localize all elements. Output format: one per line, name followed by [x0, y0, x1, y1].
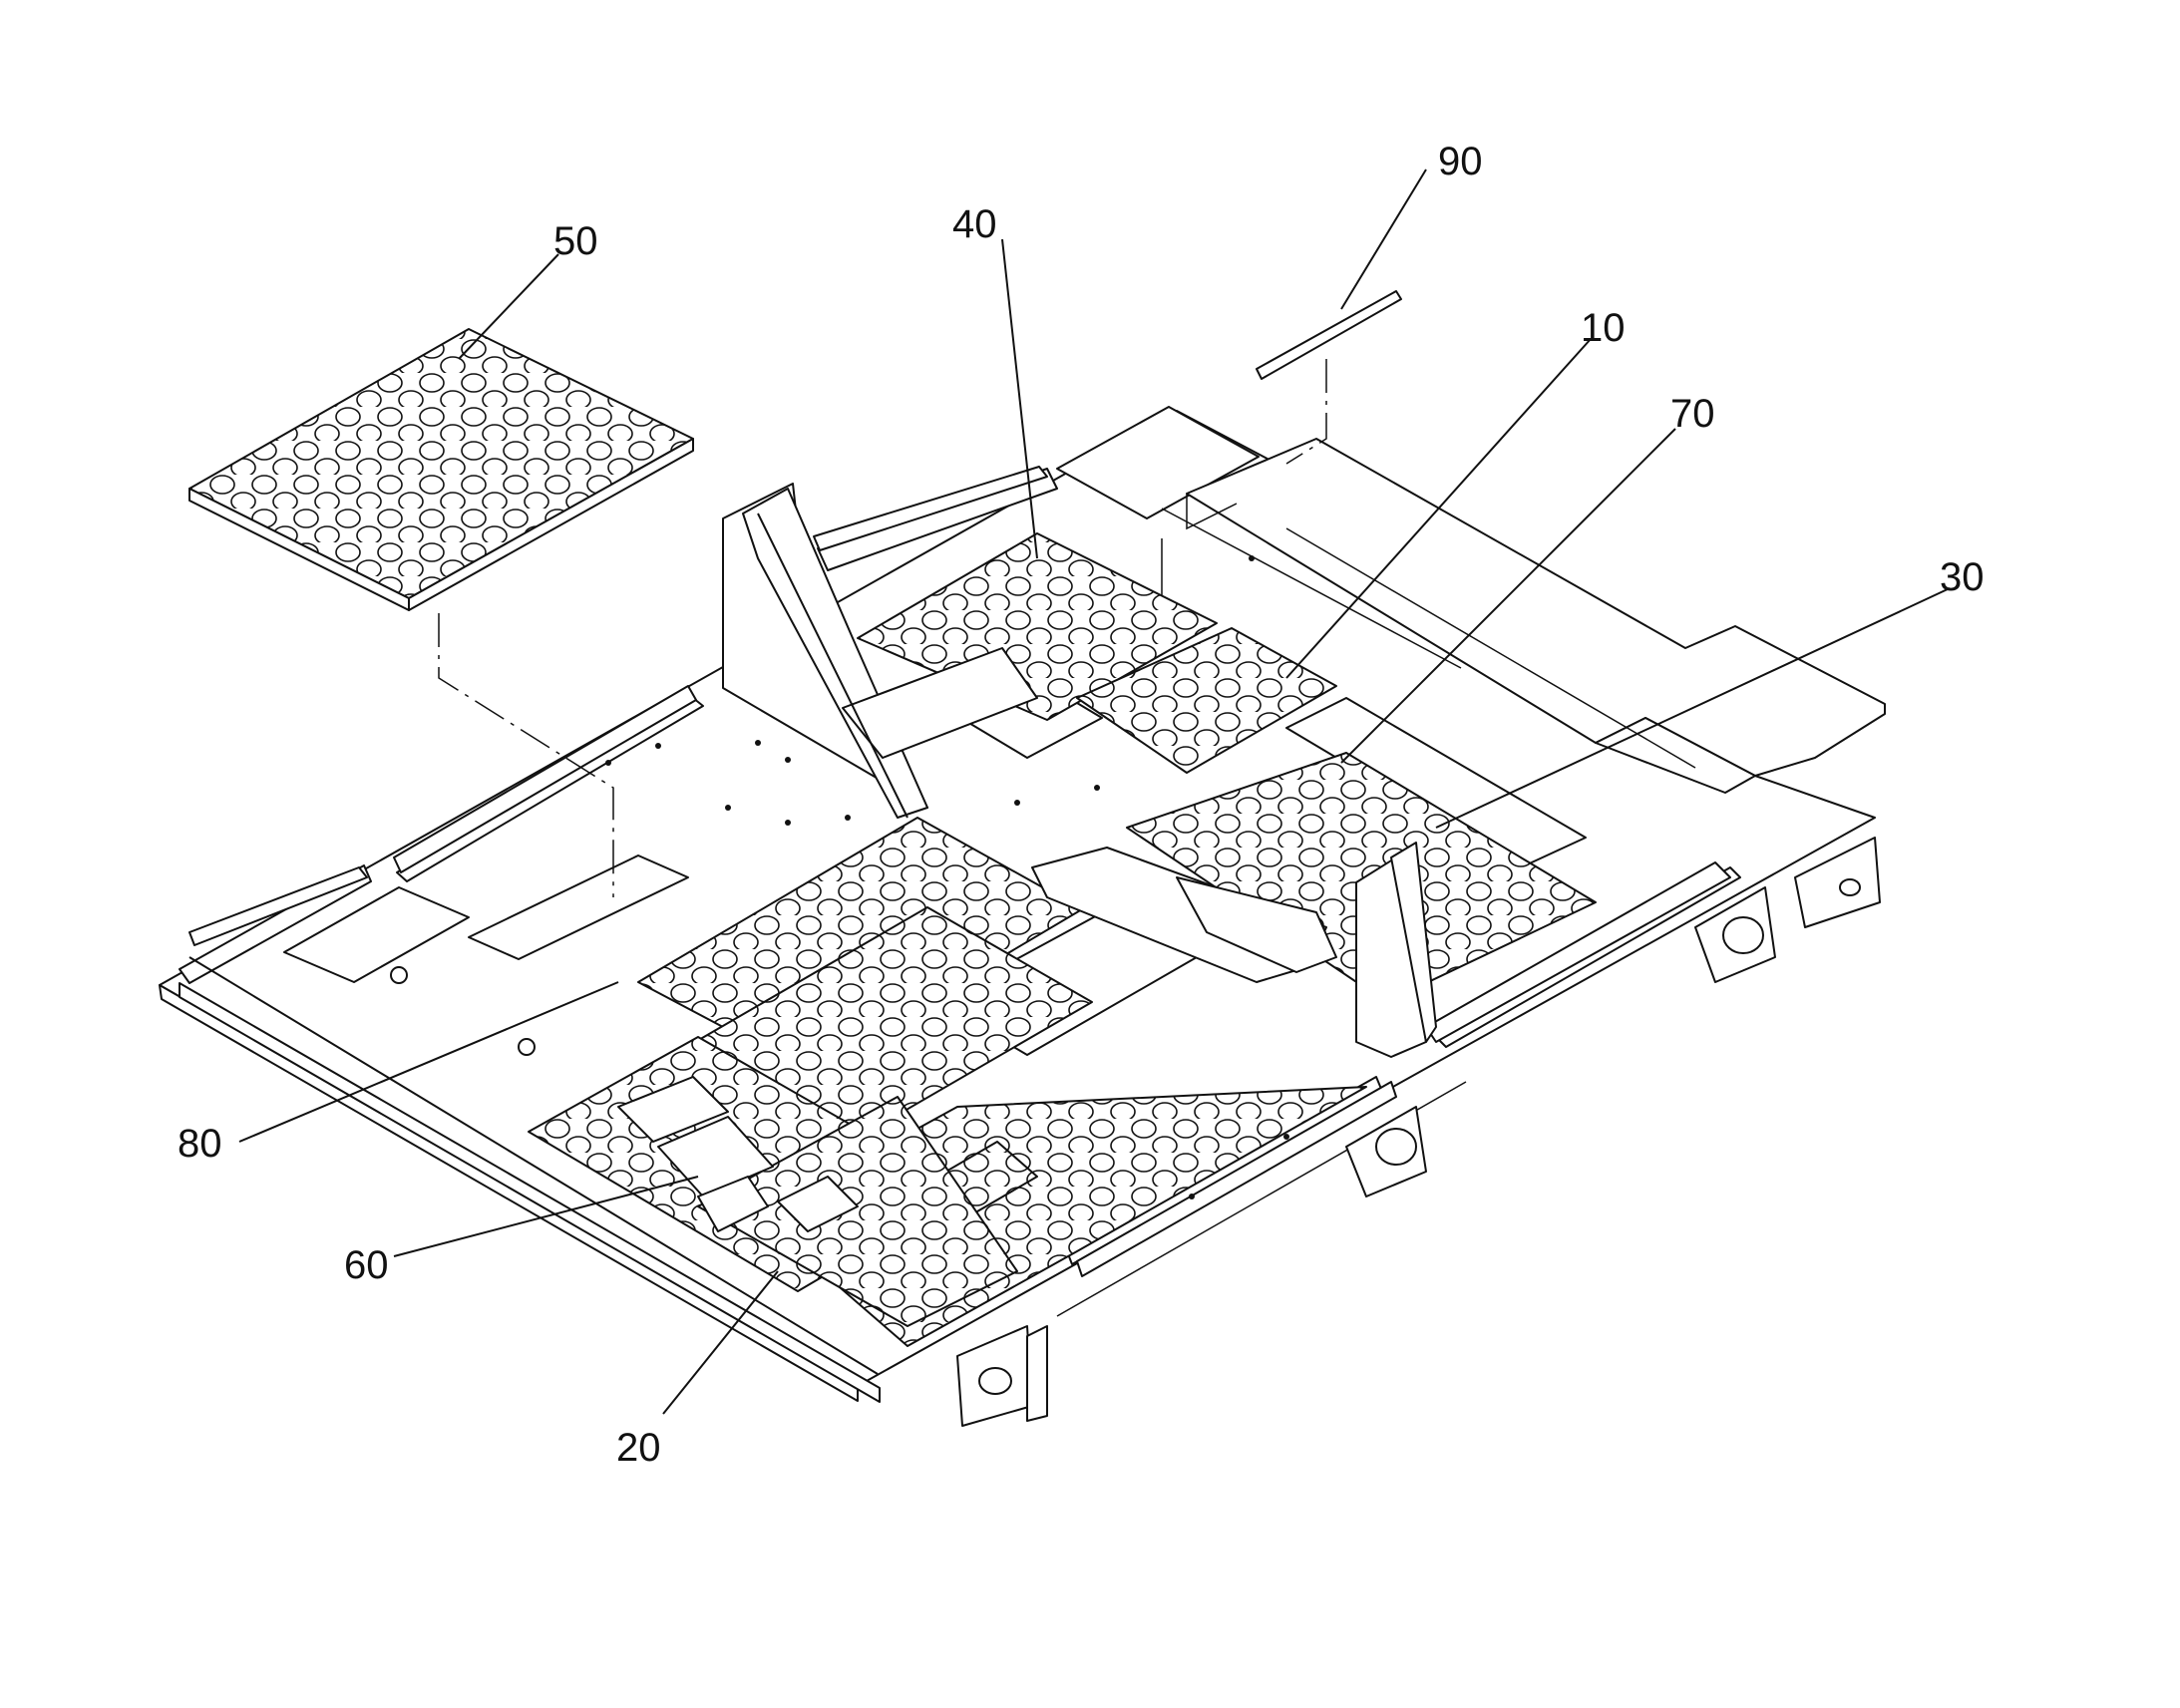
mat-50-exploded: [188, 328, 694, 611]
ref-label-40: 40: [952, 202, 997, 246]
ref-label-80: 80: [178, 1122, 222, 1166]
left-seat-support: [722, 483, 1038, 819]
ref-label-60: 60: [344, 1243, 389, 1287]
mat-10: [1076, 627, 1337, 774]
rear-platform: [1056, 406, 1886, 794]
leader-90: [1340, 169, 1427, 310]
left-rear-channel: [188, 466, 1058, 946]
mounting-holes: [605, 555, 1289, 1199]
ref-label-50: 50: [553, 219, 598, 263]
leader-10: [1285, 338, 1592, 679]
access-covers: [617, 1076, 859, 1232]
leader-20: [662, 1270, 779, 1415]
ref-label-90: 90: [1438, 140, 1483, 183]
ref-label-30: 30: [1940, 555, 1985, 599]
leader-30: [1435, 587, 1951, 829]
ref-label-10: 10: [1581, 306, 1626, 350]
leader-60: [393, 1176, 699, 1257]
leader-70: [1340, 428, 1676, 764]
leader-40: [1001, 238, 1038, 559]
exploded-view-lines: [438, 359, 1327, 897]
ref-label-70: 70: [1670, 392, 1715, 436]
strip-90-exploded: [1256, 290, 1402, 380]
right-seat-support: [1031, 842, 1437, 1058]
leader-lines: [238, 169, 1951, 1415]
ref-label-20: 20: [616, 1426, 661, 1470]
mat-20: [697, 1096, 1018, 1327]
support-brackets: [956, 837, 1881, 1427]
leader-50: [458, 253, 559, 360]
leader-80: [238, 981, 619, 1143]
reference-labels: 50 40 90 10 70 30 80 60 20: [178, 140, 1985, 1470]
